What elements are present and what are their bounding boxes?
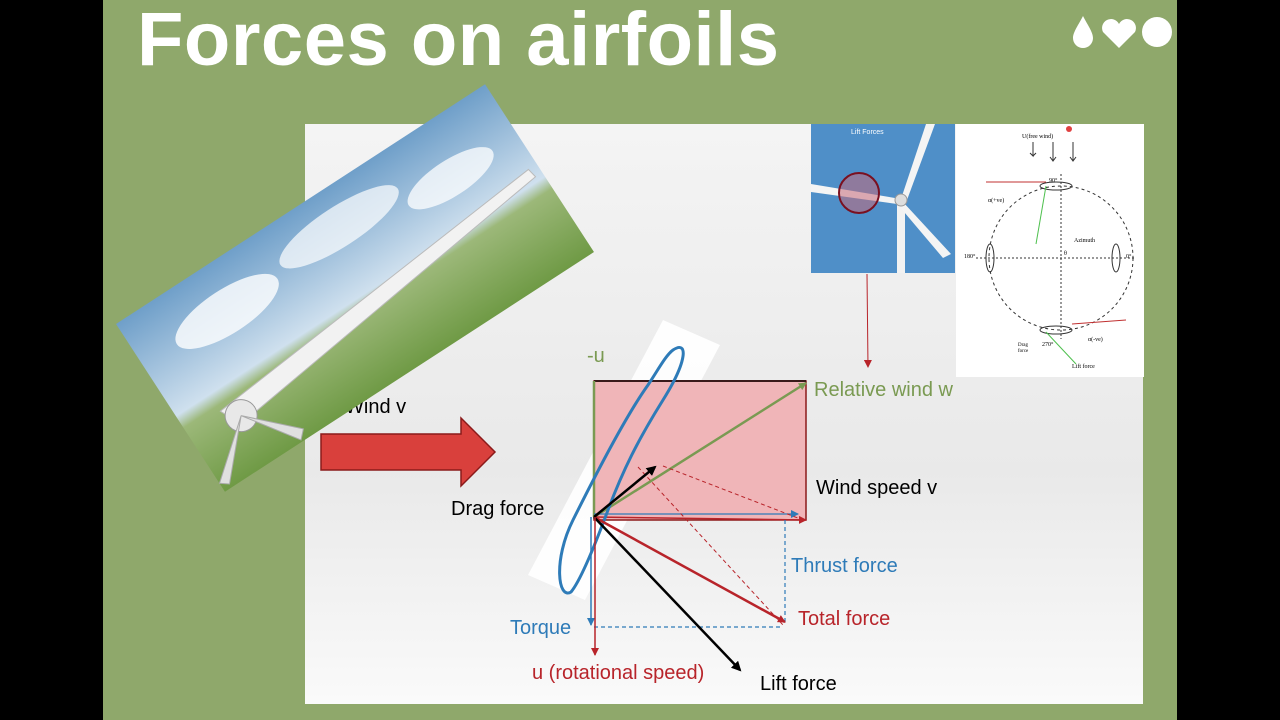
wind-speed-vector: [593, 515, 807, 524]
svg-text:Drag: Drag: [1018, 343, 1028, 348]
svg-text:Lift force: Lift force: [1072, 363, 1095, 370]
drop-heart-circle-logo: [1073, 16, 1172, 48]
svg-text:180°: 180°: [964, 253, 976, 260]
slide-title: Forces on airfoils: [137, 0, 780, 82]
relative-wind-vector: [593, 381, 807, 519]
svg-text:α(+ve): α(+ve): [988, 197, 1004, 204]
relative-wind-label: Relative wind w: [814, 379, 954, 401]
minus-u-label: -u: [587, 345, 605, 367]
vawt-blade-diagram: U(free wind) 90° 180° 0° 270° α(+ve) α(-…: [956, 124, 1144, 377]
circle-icon: [1142, 17, 1172, 47]
lift-force-vector: [593, 516, 742, 672]
heart-icon: [1102, 19, 1136, 48]
torque-label: Torque: [510, 617, 571, 639]
lift-force-label: Lift force: [760, 673, 837, 695]
rotational-speed-label: u (rotational speed): [532, 662, 704, 684]
drop-icon: [1073, 16, 1093, 48]
wind-speed-label: Wind speed v: [816, 477, 937, 499]
pointer-line: [863, 273, 872, 368]
thrust-force-label: Thrust force: [791, 555, 898, 577]
drag-force-label: Drag force: [451, 498, 544, 520]
turbine-blade-photo: [116, 84, 594, 492]
svg-text:90°: 90°: [1049, 177, 1058, 184]
svg-text:force: force: [1018, 349, 1029, 354]
lift-forces-photo: Lift Forces: [811, 124, 955, 273]
wind-arrow: [320, 416, 497, 488]
svg-text:U(free wind): U(free wind): [1022, 133, 1053, 140]
highlight-circle: [838, 172, 880, 214]
dashed-line: [637, 466, 784, 626]
lift-photo-caption: Lift Forces: [851, 129, 884, 136]
force-diagram: Wind v -u Relative wind w Wind speed v D…: [320, 273, 954, 695]
airfoil-outline: [558, 346, 685, 595]
svg-text:Azimuth: Azimuth: [1074, 238, 1095, 244]
svg-text:α(-ve): α(-ve): [1088, 336, 1103, 343]
total-force-vector: [593, 515, 786, 624]
slide: Forces on airfoils: [103, 0, 1177, 720]
svg-text:θ: θ: [1064, 251, 1067, 257]
svg-text:270°: 270°: [1042, 341, 1054, 348]
total-force-label: Total force: [798, 608, 890, 630]
svg-text:0°: 0°: [1126, 253, 1132, 260]
drag-force-vector: [593, 465, 657, 518]
